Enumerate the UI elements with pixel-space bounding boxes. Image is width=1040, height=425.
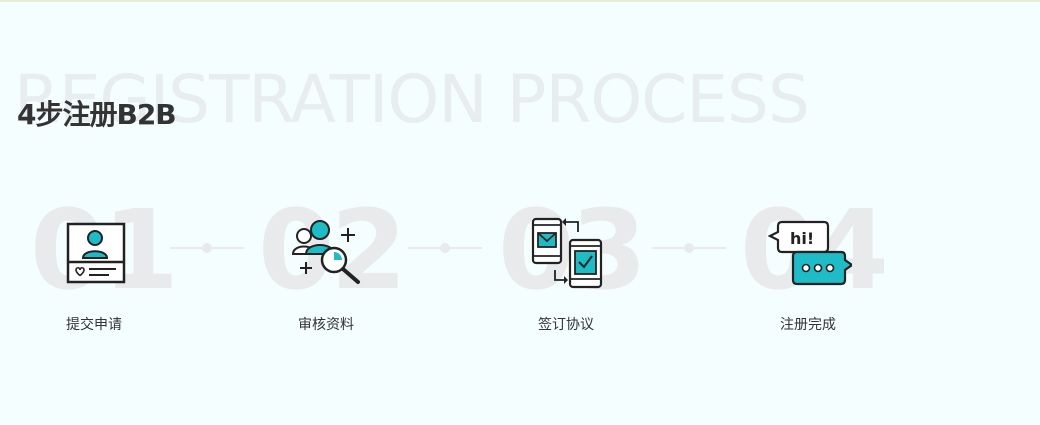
step-label: 签订协议 (538, 317, 594, 333)
top-border (0, 0, 1040, 2)
hi-text: hi! (790, 229, 814, 248)
step-label: 提交申请 (66, 317, 122, 333)
connector-1-2 (170, 243, 244, 253)
connector-2-3 (408, 243, 482, 253)
step-review-materials: 02 审核资料 (258, 190, 458, 350)
section-title: 4步注册B2B (17, 98, 177, 131)
background-watermark-title: REGISTRATION PROCESS (14, 61, 810, 138)
step-label: 注册完成 (780, 317, 836, 333)
step-registration-complete: 04 hi! 注册完成 (740, 190, 940, 350)
step-submit-application: 01 提交申请 (30, 190, 230, 350)
profile-card-icon (66, 222, 126, 284)
connector-dot (684, 243, 694, 253)
connector-dot (440, 243, 450, 253)
chat-bubbles-icon: hi! (768, 220, 852, 286)
step-sign-agreement: 03 签订协议 (498, 190, 698, 350)
user-review-magnifier-icon (291, 220, 360, 284)
phone-sync-icon (531, 217, 603, 289)
step-label: 审核资料 (298, 317, 354, 333)
connector-3-4 (652, 243, 726, 253)
connector-dot (202, 243, 212, 253)
